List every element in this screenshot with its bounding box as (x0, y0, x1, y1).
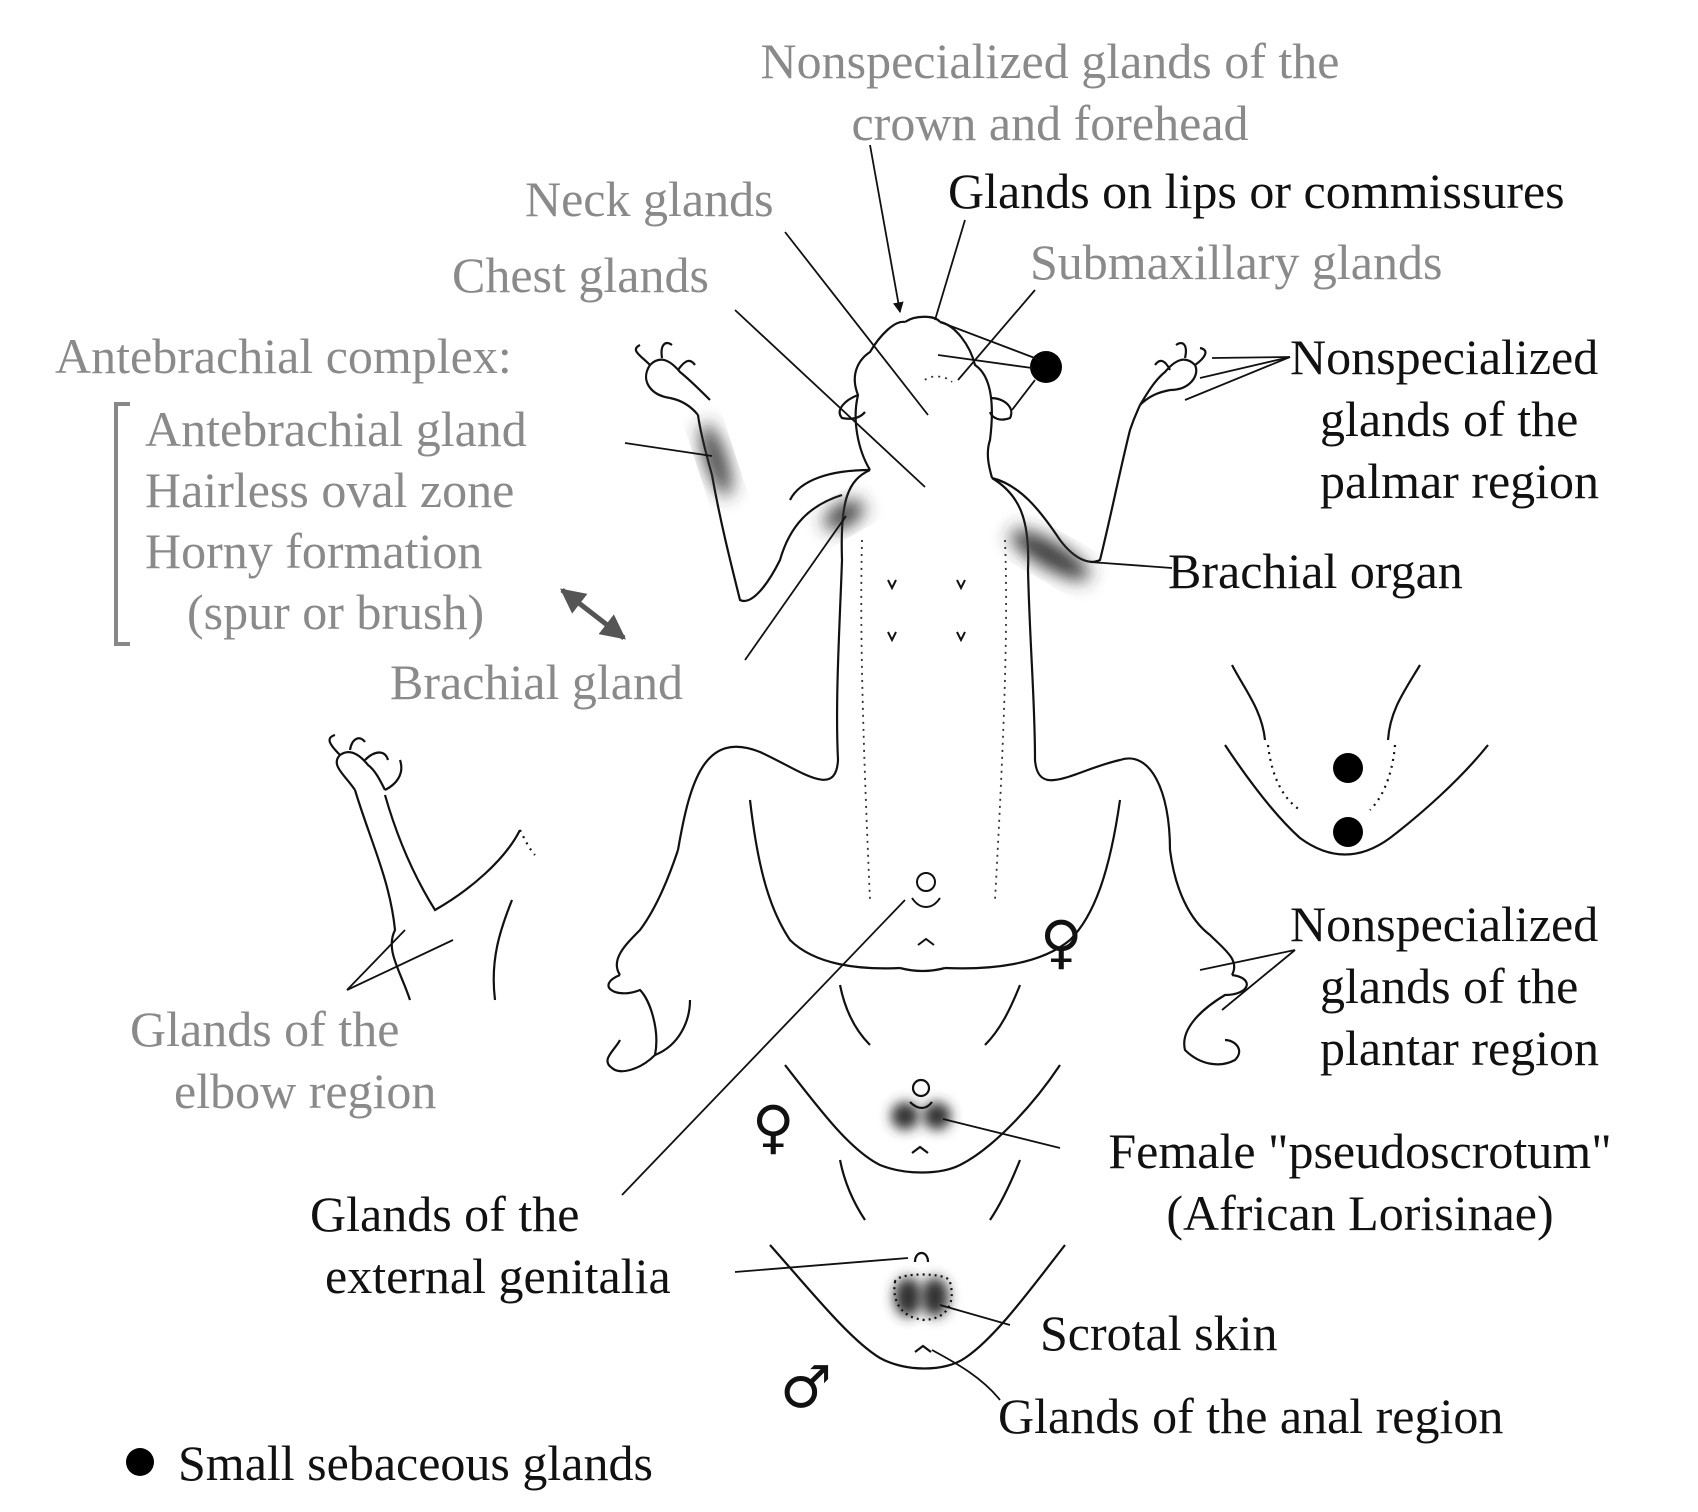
label-scrotal-skin: Scrotal skin (1040, 1305, 1278, 1361)
male-symbol-icon: ♂ (780, 1353, 832, 1421)
label-external-genitalia: Glands of the external genitalia (310, 1183, 671, 1307)
label-pseudoscrotum-line-2: (African Lorisinae) (1166, 1185, 1554, 1241)
female-symbol-icon-2: ♀ (752, 1093, 795, 1161)
label-crown-forehead: Nonspecialized glands of the crown and f… (740, 30, 1360, 154)
label-pseudoscrotum-line-1: Female "pseudoscrotum" (1108, 1123, 1612, 1179)
label-genitalia-line-1: Glands of the (310, 1186, 580, 1242)
scrotal-shade-right (921, 1277, 949, 1317)
double-arrow-icon (560, 588, 626, 640)
scrotal-shade-left (894, 1277, 922, 1317)
label-submaxillary: Submaxillary glands (1030, 234, 1443, 290)
leader-lines (346, 144, 1296, 1401)
sebaceous-gland-dot-head (1030, 351, 1062, 383)
gland-shading (700, 423, 1090, 1317)
antebrachial-bracket (114, 402, 130, 646)
label-antebrachial-gland: Antebrachial gland (145, 401, 527, 457)
label-hairless-oval-zone: Hairless oval zone (145, 462, 515, 518)
label-antebrachial-complex-title: Antebrachial complex: (55, 328, 512, 384)
legend-dot-icon (126, 1448, 154, 1476)
pseudoscrotum-shade-left (891, 1102, 919, 1130)
label-brachial-organ: Brachial organ (1168, 543, 1463, 599)
body-outline (606, 315, 1248, 1073)
female-detail-drawing (784, 984, 1061, 1174)
antebrachial-gland-shade (700, 423, 732, 497)
label-elbow-line-1: Glands of the (130, 1001, 400, 1057)
label-elbow-region: Glands of the elbow region (130, 998, 436, 1122)
label-chest-glands: Chest glands (452, 247, 709, 303)
body-genital-marks (911, 872, 941, 946)
label-brachial-gland: Brachial gland (390, 654, 683, 710)
brachial-gland-shade (824, 500, 864, 530)
label-palmar-line-3: palmar region (1320, 453, 1600, 509)
male-detail-drawing (769, 1159, 1066, 1370)
label-palmar-line-1: Nonspecialized (1290, 329, 1599, 385)
label-palmar-line-2: glands of the (1320, 391, 1579, 447)
label-pseudoscrotum: Female "pseudoscrotum" (African Lorisina… (1060, 1120, 1660, 1244)
elbow-detail-drawing (328, 733, 536, 1001)
label-elbow-line-2: elbow region (174, 1063, 437, 1119)
label-crown-line-1: Nonspecialized glands of the (760, 33, 1340, 89)
label-plantar-line-2: glands of the (1320, 958, 1579, 1014)
sebaceous-gland-dot-upper-1 (1333, 753, 1363, 783)
label-anal-region: Glands of the anal region (998, 1388, 1504, 1444)
pseudoscrotum-shade-right (923, 1102, 951, 1130)
label-plantar-region: Nonspecialized glands of the plantar reg… (1290, 893, 1599, 1079)
upper-detail-drawing (1224, 664, 1489, 856)
label-crown-line-2: crown and forehead (851, 95, 1249, 151)
sebaceous-gland-dot-upper-2 (1333, 817, 1363, 847)
label-palmar-region: Nonspecialized glands of the palmar regi… (1290, 326, 1599, 512)
label-neck-glands: Neck glands (525, 171, 774, 227)
label-lips: Glands on lips or commissures (948, 163, 1565, 219)
label-horny-formation: Horny formation (145, 523, 483, 579)
female-symbol-icon: ♀ (1040, 908, 1083, 976)
label-plantar-line-3: plantar region (1320, 1020, 1600, 1076)
brachial-organ-shade (1010, 529, 1090, 581)
label-plantar-line-1: Nonspecialized (1290, 896, 1599, 952)
body-dotted-lines (860, 375, 1008, 901)
legend-label: Small sebaceous glands (178, 1435, 653, 1491)
label-spur-or-brush: (spur or brush) (187, 584, 485, 640)
label-genitalia-line-2: external genitalia (325, 1248, 671, 1304)
nipple-marks (887, 579, 966, 643)
